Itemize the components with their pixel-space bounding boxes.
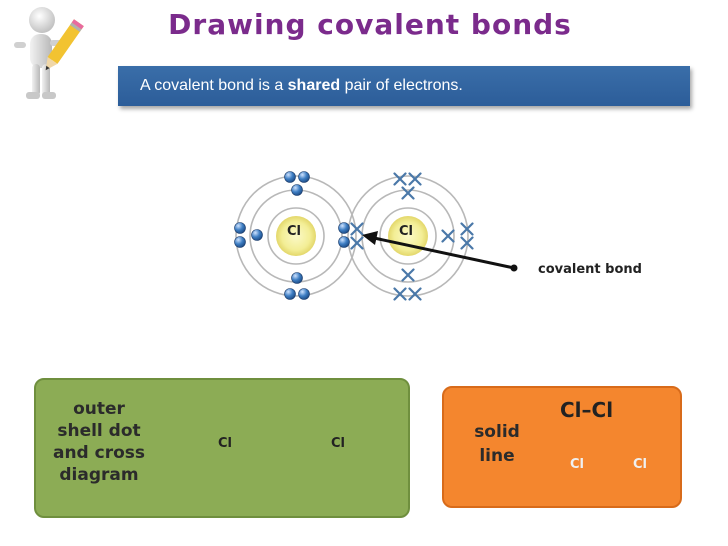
solid-line-label-line-1: solid bbox=[474, 422, 520, 442]
outer-shell-left bbox=[235, 175, 357, 297]
definition-banner bbox=[118, 66, 690, 106]
inner-shell-right bbox=[361, 189, 455, 283]
definition-text-end: pair of electrons. bbox=[340, 77, 463, 94]
dot-cross-label-line-2: shell dot bbox=[57, 421, 141, 441]
dot-cross-panel bbox=[34, 378, 410, 518]
pencil-figure-icon bbox=[14, 7, 84, 99]
bond-pointer-arrow bbox=[362, 231, 518, 272]
innermost-shell-right bbox=[379, 207, 437, 265]
atom-right-label: Cl bbox=[399, 224, 413, 239]
solid-line-panel bbox=[442, 386, 682, 508]
covalent-bond-label: covalent bond bbox=[538, 262, 642, 277]
dot-cross-label-line-4: diagram bbox=[59, 465, 139, 485]
solid-line-label: solid line bbox=[462, 420, 532, 468]
ball-left-label: Cl bbox=[570, 457, 584, 472]
panel-atom-left-label: Cl bbox=[218, 436, 232, 451]
structural-formula: Cl–Cl bbox=[560, 398, 614, 422]
definition-text: A covalent bond is a shared pair of elec… bbox=[140, 77, 463, 95]
dot-cross-label-line-1: outer bbox=[73, 399, 125, 419]
panel-atom-right-label: Cl bbox=[331, 436, 345, 451]
ball-right-label: Cl bbox=[633, 457, 647, 472]
page-title: Drawing covalent bonds bbox=[168, 8, 572, 41]
nucleus-left bbox=[276, 216, 316, 256]
outer-shell-right bbox=[347, 175, 469, 297]
definition-text-start: A covalent bond is a bbox=[140, 77, 288, 94]
dot-cross-panel-label: outer shell dot and cross diagram bbox=[40, 398, 158, 486]
solid-line-label-line-2: line bbox=[479, 446, 515, 466]
innermost-shell-left bbox=[267, 207, 325, 265]
atom-left bbox=[235, 175, 357, 297]
definition-text-bold: shared bbox=[287, 77, 341, 94]
dot-cross-label-line-3: and cross bbox=[52, 443, 146, 463]
atom-left-label: Cl bbox=[287, 224, 301, 239]
